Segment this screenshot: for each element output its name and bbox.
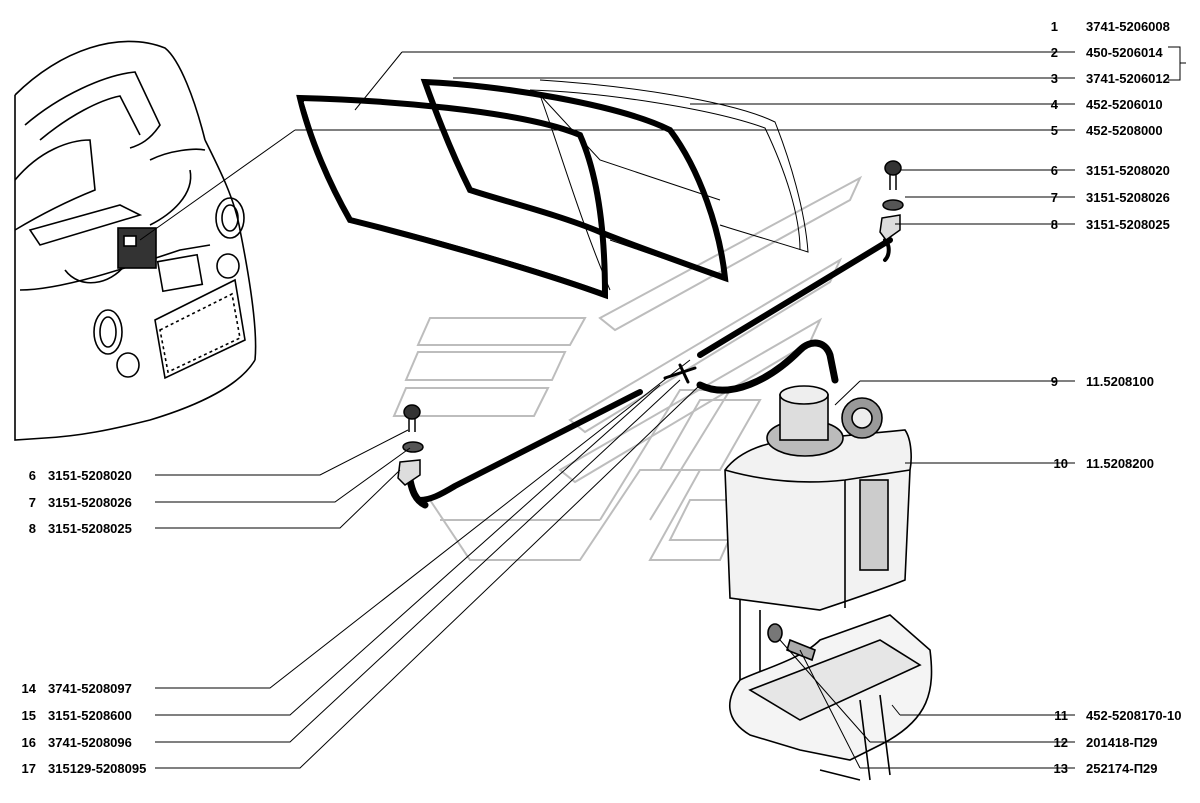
part-number: 1 <box>1050 19 1058 34</box>
part-number: 6 <box>28 468 36 483</box>
part-number: 5 <box>1050 123 1058 138</box>
part-code: 3741-5206012 <box>1086 71 1170 86</box>
washer-hoses <box>406 237 893 509</box>
washer-nozzles <box>397 160 904 486</box>
part-code: 3151-5208026 <box>48 495 132 510</box>
leader-lines <box>139 46 1186 769</box>
part-code: 252174-П29 <box>1086 761 1158 776</box>
part-number: 8 <box>28 521 36 536</box>
part-code: 3741-5208097 <box>48 681 132 696</box>
part-code: 452-5208000 <box>1086 123 1163 138</box>
part-code: 201418-П29 <box>1086 735 1158 750</box>
part-number: 4 <box>1050 97 1058 112</box>
part-code: 3151-5208025 <box>1086 217 1170 232</box>
part-number: 12 <box>1053 735 1068 750</box>
part-code: 3741-5206008 <box>1086 19 1170 34</box>
bus-front-illustration <box>14 40 257 441</box>
reservoir-bracket <box>728 614 933 781</box>
part-number: 10 <box>1053 456 1068 471</box>
part-code: 315129-5208095 <box>48 761 147 776</box>
part-code: 452-5208170-10 <box>1086 708 1182 723</box>
part-number: 8 <box>1050 217 1058 232</box>
windshield-glass-and-seals <box>296 78 809 300</box>
part-code: 11.5208100 <box>1086 374 1154 389</box>
part-number: 17 <box>21 761 36 776</box>
part-number: 15 <box>21 708 36 723</box>
part-number: 3 <box>1050 71 1058 86</box>
washer-reservoir <box>724 385 912 692</box>
part-code: 450-5206014 <box>1086 45 1163 60</box>
part-number: 7 <box>28 495 36 510</box>
part-code: 3151-5208025 <box>48 521 132 536</box>
part-code: 3151-5208020 <box>48 468 132 483</box>
part-number: 6 <box>1050 163 1058 178</box>
part-number: 16 <box>21 735 36 750</box>
part-number: 9 <box>1050 374 1058 389</box>
part-number: 13 <box>1053 761 1068 776</box>
part-code: 11.5208200 <box>1086 456 1154 471</box>
part-number: 14 <box>21 681 36 696</box>
part-number: 2 <box>1050 45 1058 60</box>
part-code: 3151-5208020 <box>1086 163 1170 178</box>
part-code: 452-5206010 <box>1086 97 1163 112</box>
part-number: 11 <box>1054 708 1068 723</box>
part-code: 3151-5208600 <box>48 708 132 723</box>
part-code: 3741-5208096 <box>48 735 132 750</box>
part-number: 7 <box>1050 190 1058 205</box>
part-code: 3151-5208026 <box>1086 190 1170 205</box>
